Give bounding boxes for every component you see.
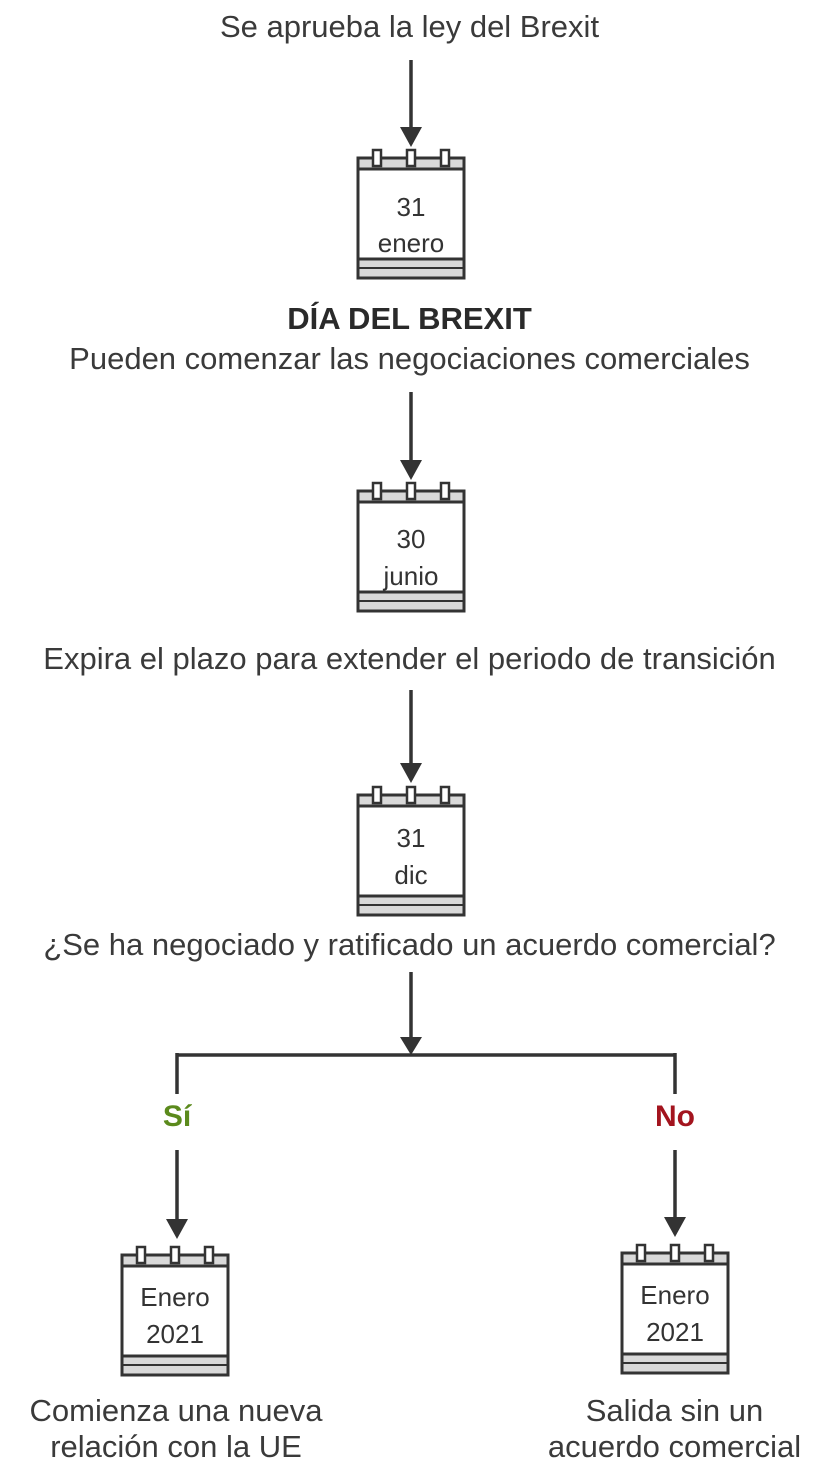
arrow-yes [166,1150,188,1239]
calendar-no-line2: 2021 [646,1317,704,1347]
brexit-day-text: Pueden comenzar las negociaciones comerc… [69,341,750,376]
arrow-3 [400,690,422,783]
arrow-2 [400,392,422,480]
brexit-day-title: DÍA DEL BREXIT [287,301,532,336]
outcome-no-line2: acuerdo comercial [547,1429,802,1464]
calendar-3-month: dic [394,860,428,890]
arrow-no [664,1150,686,1237]
arrow-4 [400,972,422,1055]
calendar-1-month: enero [377,228,445,258]
outcome-yes-line1: Comienza una nueva [29,1393,323,1428]
calendar-1-day: 31 [396,192,426,222]
calendar-no-line1: Enero [640,1280,710,1310]
calendar-2-month: junio [383,561,439,591]
branch-no-label: No [655,1100,695,1133]
branch-connector [175,1053,677,1094]
start-label: Se aprueba la ley del Brexit [219,9,600,44]
calendar-2-day: 30 [396,524,426,554]
branch-yes-label: Sí [162,1100,192,1133]
outcome-yes-line2: relación con la UE [50,1429,302,1464]
calendar-3-day: 31 [396,823,426,853]
question-label: ¿Se ha negociado y ratificado un acuerdo… [43,927,776,962]
calendar-yes-line1: Enero [140,1282,210,1312]
calendar-yes-line2: 2021 [146,1319,204,1349]
arrow-1 [400,60,422,147]
outcome-no-line1: Salida sin un [585,1393,764,1428]
deadline-label: Expira el plazo para extender el periodo… [43,641,776,676]
